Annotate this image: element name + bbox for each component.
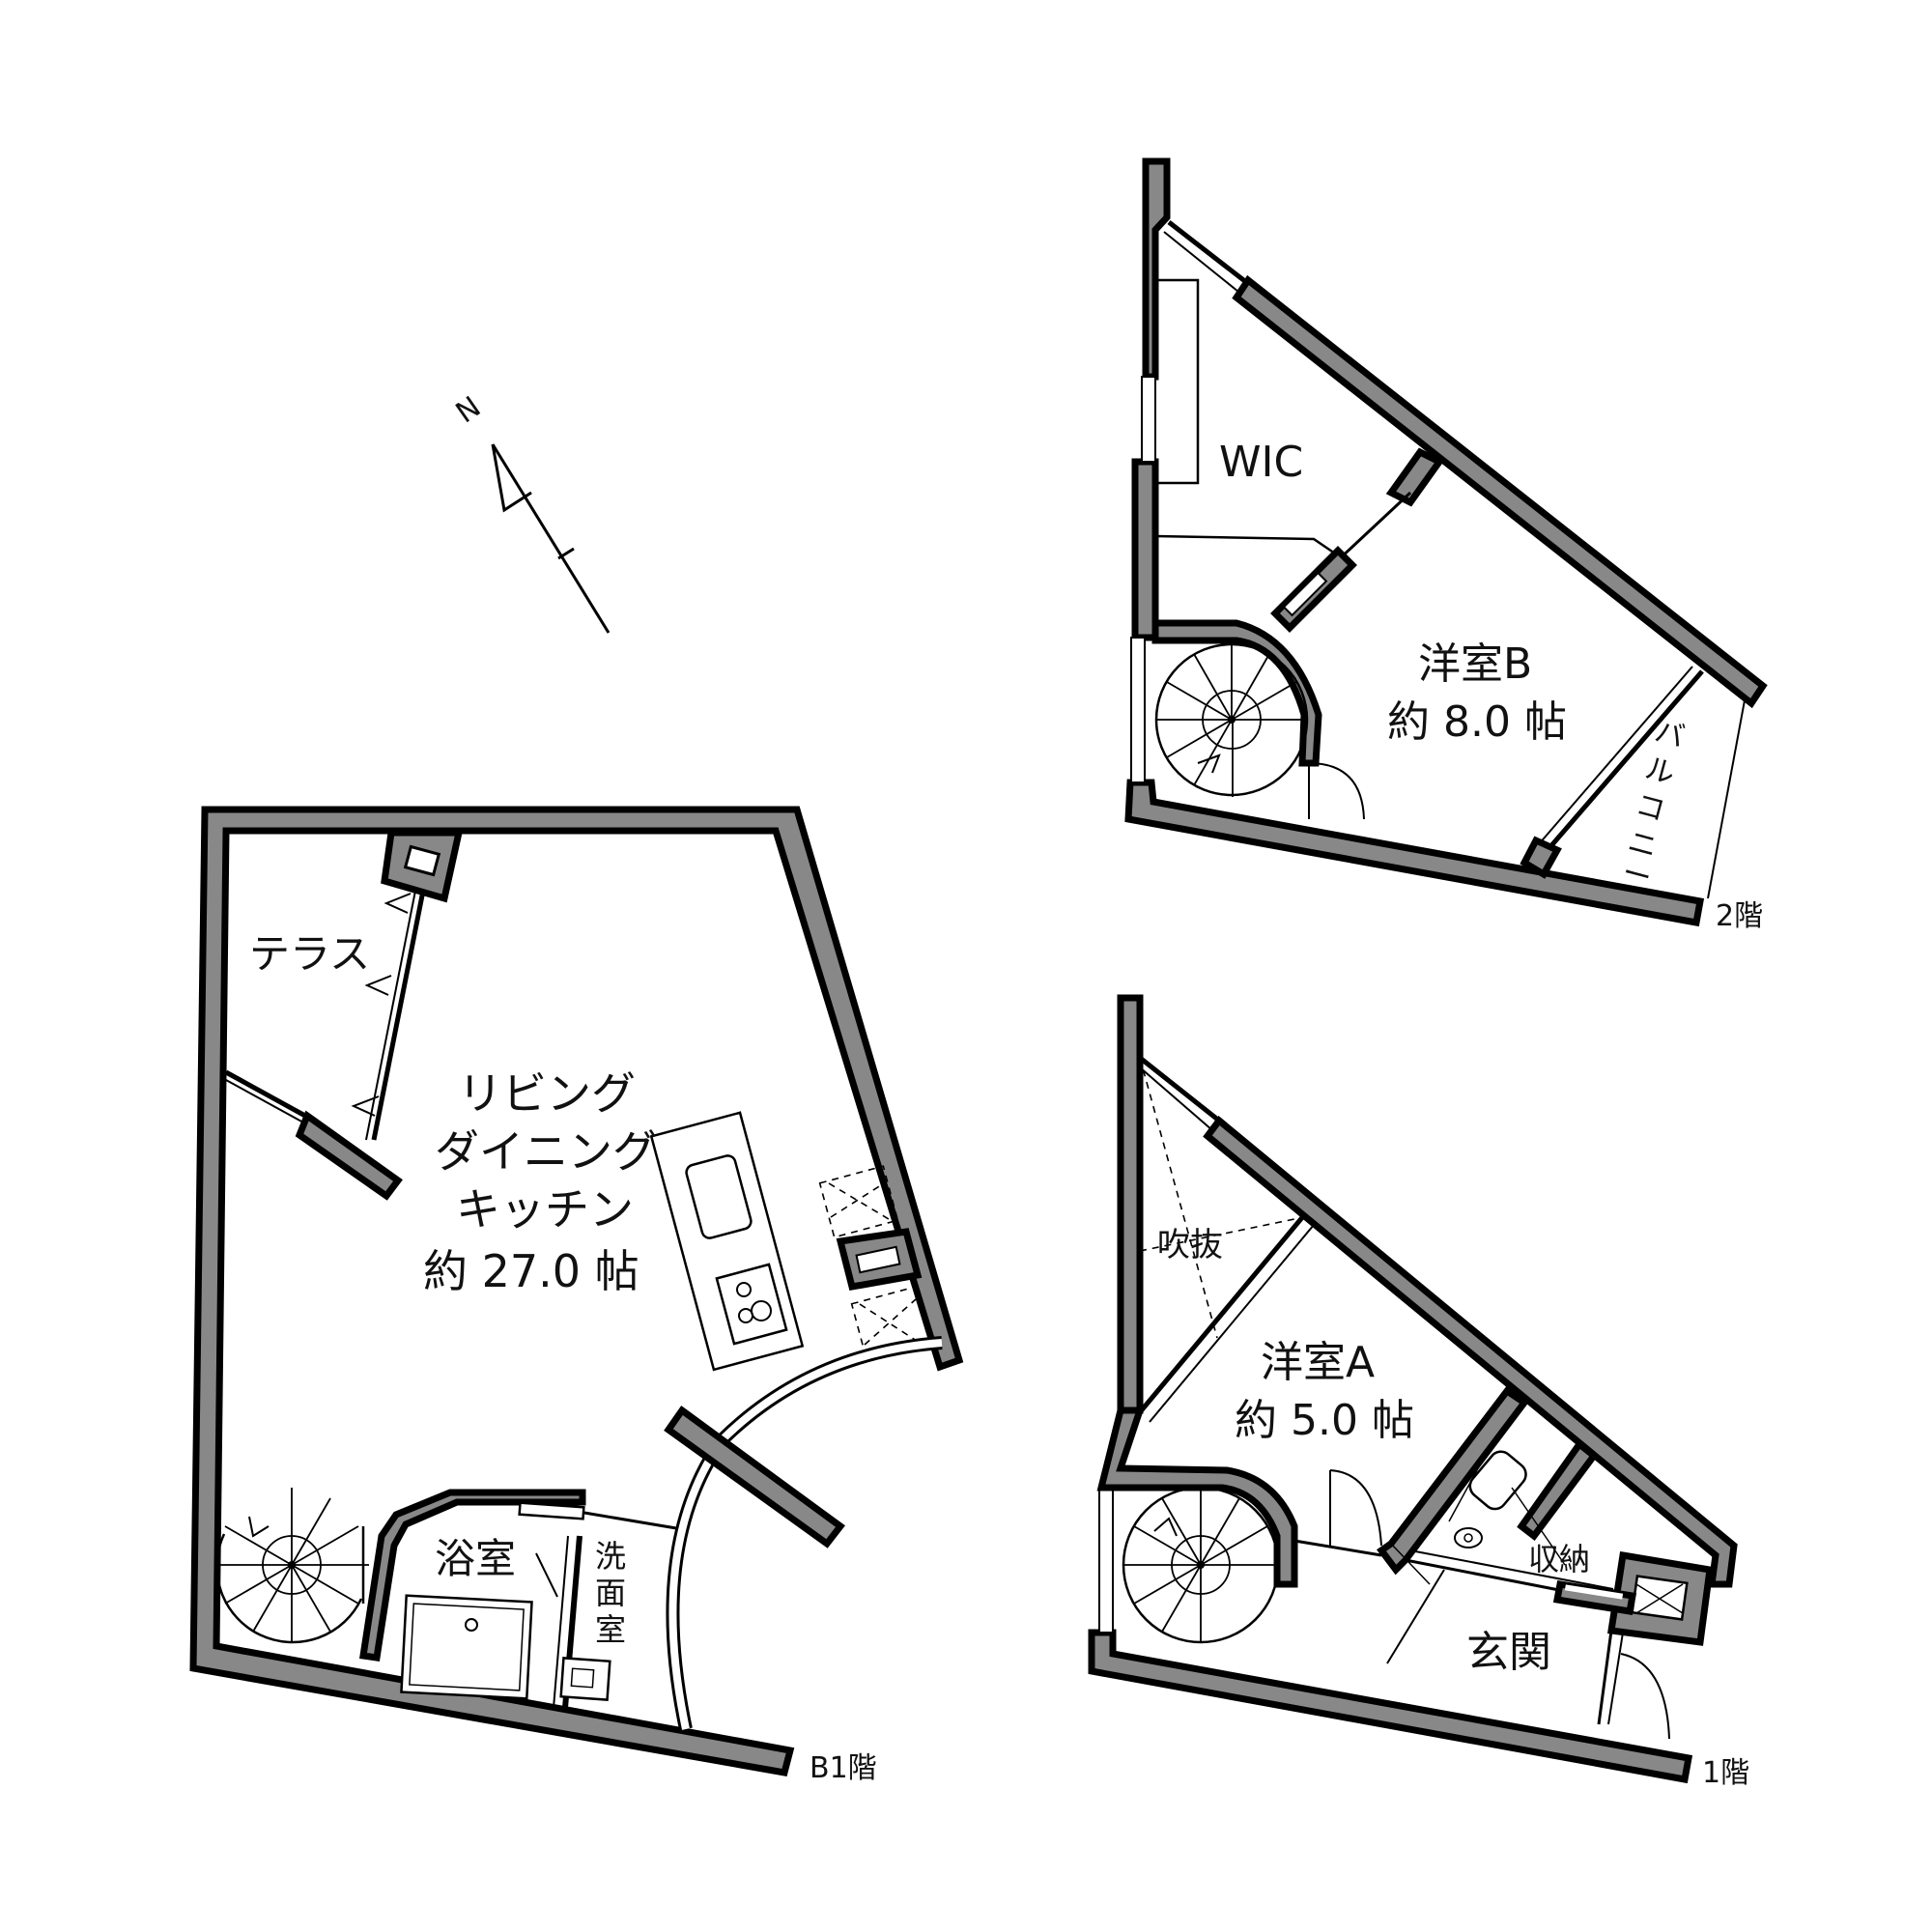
b1-diagonal-wall — [664, 1406, 845, 1548]
f2-outer-wall — [1142, 157, 1171, 381]
b1-wash-label-1: 洗 — [595, 1538, 626, 1575]
f2-balcony-sash — [1546, 669, 1704, 852]
f2-wic-label: WIC — [1219, 438, 1303, 487]
b1-outer-wall — [189, 806, 964, 1777]
f1-western-a-size-label: 約 5.0 帖 — [1235, 1396, 1414, 1445]
f1-door-swing-a — [1329, 1469, 1382, 1547]
f1-toilet-icon — [1468, 1450, 1527, 1511]
f1-stair-wall — [1096, 1406, 1298, 1588]
f1-western-a-label: 洋室A — [1261, 1338, 1375, 1387]
f2-south-wall — [1124, 779, 1705, 927]
f2-floor-label: 2階 — [1716, 899, 1763, 933]
f2-balcony-label-2: ル — [1641, 752, 1678, 792]
f2-spiral-stair — [1154, 642, 1309, 797]
b1-spiral-stair — [214, 1488, 369, 1644]
f1-south-wall — [1088, 1629, 1693, 1784]
f1-void-label: 吹抜 — [1157, 1226, 1223, 1264]
f2-balcony-rail — [1707, 699, 1746, 899]
f1-west-wall — [1117, 994, 1144, 1414]
f2-ne-wall — [1232, 274, 1768, 709]
b1-stair-arrow-icon — [248, 1516, 270, 1538]
f1-void-sash — [1138, 1213, 1306, 1414]
f2-balcony-label-3: コ — [1632, 788, 1668, 829]
f1-door-swing-entrance — [1620, 1653, 1670, 1740]
floor-b1: テラス リビング ダイニング キッチン 約 27.0 帖 浴室 洗 面 室 B1… — [189, 806, 964, 1785]
b1-washbasin-icon — [559, 1657, 611, 1701]
b1-bath-label: 浴室 — [435, 1535, 516, 1582]
f2-western-b-label: 洋室B — [1418, 639, 1532, 689]
b1-bath-wall — [359, 1489, 586, 1662]
b1-duct-icon — [403, 844, 441, 877]
b1-bathtub-icon — [400, 1594, 533, 1700]
f2-west-wall-lower — [1131, 458, 1159, 641]
b1-wash-label-2: 面 — [595, 1575, 626, 1611]
b1-ldk-size-label: 約 27.0 帖 — [423, 1245, 639, 1297]
f1-ne-wall — [1203, 1115, 1738, 1588]
compass: N — [450, 390, 611, 634]
f1-entrance-label: 玄関 — [1466, 1628, 1551, 1677]
f1-storage-label: 収納 — [1528, 1541, 1590, 1577]
f1-storage-wall — [1517, 1438, 1599, 1541]
f2-western-b-size-label: 約 8.0 帖 — [1387, 697, 1567, 747]
compass-needle — [491, 443, 611, 634]
b1-terrace-wall-stub — [295, 1110, 403, 1201]
floor-1f: 吹抜 洋室A 約 5.0 帖 収納 玄関 1階 — [1088, 994, 1749, 1790]
b1-wash-label-3: 室 — [595, 1611, 626, 1648]
b1-floor-label: B1階 — [810, 1751, 877, 1785]
f2-west-window — [1141, 376, 1156, 463]
f1-spiral-stair — [1122, 1486, 1280, 1644]
f2-door-swing — [1308, 762, 1365, 820]
b1-ldk-label-2: ダイニング — [435, 1125, 657, 1178]
compass-north-label: N — [450, 390, 487, 431]
b1-terrace-glass — [371, 890, 426, 1141]
b1-stove-icon — [715, 1263, 788, 1346]
floor-2f: WIC 洋室B 約 8.0 帖 バ ル コ ニ ー 2階 — [1124, 157, 1768, 933]
b1-terrace-label: テラス — [249, 930, 370, 978]
f2-wic-wall — [1385, 447, 1445, 507]
f2-stair-arrow-icon — [1197, 753, 1221, 774]
b1-ldk-label-3: キッチン — [456, 1183, 634, 1236]
b1-ldk-label-1: リビング — [458, 1067, 636, 1120]
b1-sink-icon — [685, 1154, 753, 1239]
f1-floor-label: 1階 — [1702, 1756, 1749, 1790]
compass-arrow-icon — [491, 443, 532, 513]
f1-stair-arrow-icon — [1153, 1517, 1178, 1537]
